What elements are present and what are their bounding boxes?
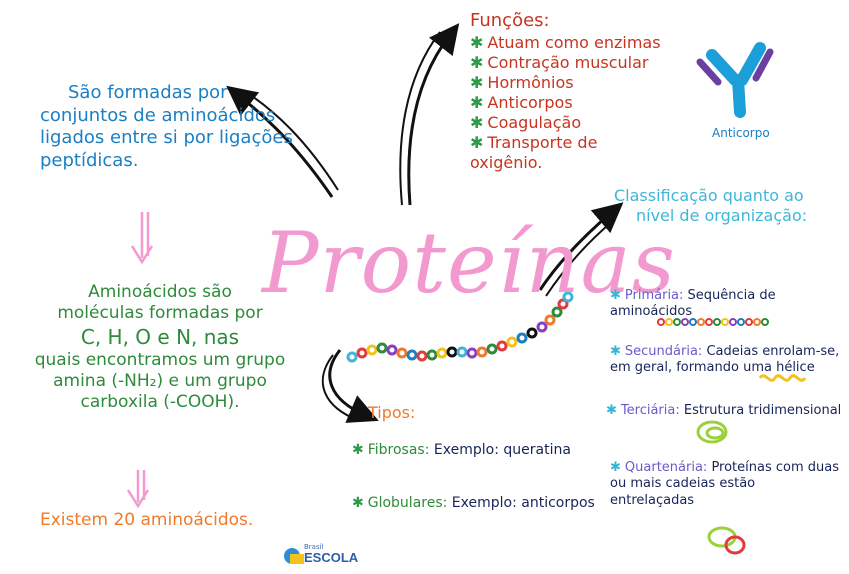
aminoacids-line: moléculas formadas por <box>57 303 263 324</box>
star-bullet-icon: ✱ <box>610 288 621 303</box>
classification-heading-line: nível de organização: <box>636 206 808 225</box>
star-bullet-icon: ✱ <box>470 112 484 132</box>
pink-arrow-1 <box>130 212 154 265</box>
classification-text: Proteínas com duas ou mais cadeias estão… <box>610 460 840 508</box>
function-item: Atuam como enzimas <box>487 32 661 52</box>
classification-text: Sequência de aminoácidos <box>610 288 776 320</box>
functions-block: Funções: ✱Atuam como enzimas ✱Contração … <box>470 10 661 173</box>
star-bullet-icon: ✱ <box>352 442 364 458</box>
arrow-to-definition <box>226 85 334 198</box>
quaternary-structure-icon <box>707 526 746 555</box>
tertiary-structure-icon <box>696 420 728 444</box>
antibody-label: Anticorpo <box>712 126 770 140</box>
classification-item-secundaria: ✱Secundária: Cadeias enrolam-se, em gera… <box>610 344 842 377</box>
arrow-to-functions <box>407 23 460 206</box>
antibody-icon <box>696 42 774 118</box>
classification-heading-line: Classificação quanto ao <box>614 186 804 205</box>
definition-text: São formadas por conjuntos de aminoácido… <box>40 82 293 172</box>
helix-icon <box>758 374 807 382</box>
arrow-to-tipos <box>328 349 379 423</box>
central-title: Proteínas <box>262 214 676 312</box>
tipos-heading: Tipos: <box>368 403 416 422</box>
function-item: Transporte de oxigênio. <box>470 132 598 172</box>
classification-label: Primária: <box>624 288 684 303</box>
star-bullet-icon: ✱ <box>470 52 484 72</box>
logo-small-text: Brasil <box>304 543 324 551</box>
classification-label: Quartenária: <box>624 460 708 475</box>
classification-item-quartenaria: ✱Quartenária: Proteínas com duas ou mais… <box>610 460 842 509</box>
arrow-to-classification <box>538 202 624 291</box>
classification-text: Estrutura tridimensional <box>683 403 842 418</box>
classification-text: Cadeias enrolam-se, em geral, formando u… <box>610 344 840 376</box>
tipos-example: Exemplo: queratina <box>433 442 571 458</box>
brasil-escola-logo-icon <box>284 548 304 564</box>
function-item: Anticorpos <box>487 92 573 112</box>
star-bullet-icon: ✱ <box>470 92 484 112</box>
aminoacids-text: Aminoácidos são moléculas formadas por C… <box>30 282 290 413</box>
star-bullet-icon: ✱ <box>352 495 364 511</box>
star-bullet-icon: ✱ <box>606 403 617 418</box>
brasil-escola-logo: Brasil ESCOLA <box>304 543 359 565</box>
aminoacids-count: Existem 20 aminoácidos. <box>40 510 254 530</box>
classification-heading: Classificação quanto ao nível de organiz… <box>614 186 807 226</box>
tipos-item-globulares: ✱Globulares: Exemplo: anticorpos <box>352 495 595 513</box>
definition-line: ligados entre si por ligações <box>40 127 293 148</box>
tipos-item-fibrosas: ✱Fibrosas: Exemplo: queratina <box>352 442 571 460</box>
star-bullet-icon: ✱ <box>610 460 621 475</box>
star-bullet-icon: ✱ <box>610 344 621 359</box>
functions-heading: Funções: <box>470 10 550 31</box>
function-item: Hormônios <box>487 72 574 92</box>
aminoacids-line: C, H, O e N, nas <box>80 324 240 349</box>
aminoacids-line: quais encontramos um grupo <box>34 349 286 370</box>
star-bullet-icon: ✱ <box>470 72 484 92</box>
tipos-label: Fibrosas: <box>367 442 430 458</box>
logo-big-text: ESCOLA <box>304 550 359 565</box>
bead-chain <box>346 291 574 363</box>
pink-arrow-2 <box>126 470 150 509</box>
function-item: Contração muscular <box>487 52 649 72</box>
classification-label: Terciária: <box>620 403 680 418</box>
aminoacids-line: amina (-NH₂) e um grupo <box>53 370 267 391</box>
tipos-label: Globulares: <box>367 495 448 511</box>
aminoacids-line: Aminoácidos são <box>88 282 232 302</box>
star-bullet-icon: ✱ <box>470 132 484 152</box>
star-bullet-icon: ✱ <box>470 32 484 52</box>
aminoacids-line: carboxila (-COOH). <box>80 392 240 412</box>
definition-line: conjuntos de aminoácidos <box>40 104 276 126</box>
tipos-example: Exemplo: anticorpos <box>451 495 595 511</box>
function-item: Coagulação <box>487 112 582 132</box>
classification-label: Secundária: <box>624 344 703 359</box>
classification-item-primaria: ✱Primária: Sequência de aminoácidos <box>610 288 842 321</box>
definition-line: São formadas por <box>68 82 228 103</box>
primary-bead-chain <box>657 318 769 326</box>
classification-item-terciaria: ✱Terciária: Estrutura tridimensional <box>606 403 842 419</box>
definition-line: peptídicas. <box>40 149 139 171</box>
